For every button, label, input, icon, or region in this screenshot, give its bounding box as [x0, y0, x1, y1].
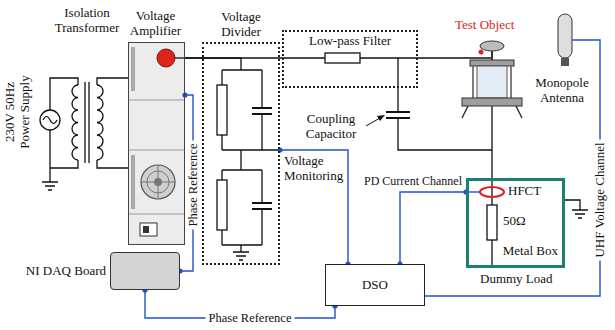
- filter-box: Low-pass Filter: [282, 30, 418, 88]
- leader-line: [366, 118, 380, 126]
- resistor-symbol: [325, 53, 360, 63]
- amplifier-label: Voltage Amplifier: [120, 9, 192, 39]
- transformer-core: [85, 82, 89, 163]
- resistor-symbol: [217, 85, 227, 135]
- amplifier-rack: Voltage Amplifier: [128, 42, 185, 245]
- dso-label: DSO: [326, 278, 424, 293]
- rack-handle: [131, 155, 135, 209]
- test-cell-plate: [462, 98, 522, 106]
- divider-box: Voltage Divider: [202, 42, 280, 265]
- amplifier-body: [128, 42, 185, 245]
- edge-label: Phase Reference: [206, 311, 295, 325]
- antenna-base: [561, 58, 569, 66]
- hfct-label: HFCT: [508, 184, 541, 199]
- signal-cable: [280, 150, 348, 264]
- leader-arrowhead: [377, 115, 385, 121]
- ground-symbol: [233, 252, 249, 260]
- fan-grille: [141, 165, 175, 199]
- supply-label: 230V 50Hz Power Supply: [3, 70, 33, 154]
- ac-source-symbol: [40, 110, 60, 130]
- electrode-symbol: [480, 41, 504, 51]
- hfct-symbol: [480, 187, 504, 197]
- rack-panel-line: [128, 100, 185, 214]
- dummy-load-label: Dummy Load: [480, 272, 553, 287]
- wire-connector: [185, 57, 282, 58]
- edge-label: Phase Reference: [186, 141, 200, 230]
- antenna-symbol: [558, 14, 572, 58]
- hv-terminal: [157, 49, 175, 67]
- test-object-label: Test Object: [455, 18, 514, 33]
- edge-label: Voltage Monitoring: [284, 154, 346, 184]
- resistor-symbol: [217, 180, 227, 230]
- marker-dot: [479, 50, 484, 55]
- metal-box-label: Metal Box: [503, 244, 558, 259]
- hv-wire: [175, 57, 185, 58]
- fan-symbol: [141, 165, 175, 199]
- secondary-coil: [97, 85, 103, 160]
- capacitor-label: Coupling Capacitor: [298, 112, 364, 142]
- edge-label: PD Current Channel: [350, 175, 462, 189]
- divider-label: Voltage Divider: [205, 10, 277, 40]
- filter-label: Low-pass Filter: [284, 34, 416, 49]
- oscilloscope-box: DSO: [325, 264, 425, 306]
- supply-wire: [50, 78, 128, 182]
- fan-hub: [154, 178, 162, 186]
- divider-wire: [202, 58, 280, 252]
- signal-cable: [400, 192, 466, 264]
- test-cell-body: [477, 66, 507, 98]
- connector-dot: [182, 92, 187, 97]
- test-cell-rod: [473, 66, 511, 98]
- capacitor-symbol: [252, 108, 272, 209]
- power-switch: [140, 223, 157, 236]
- antenna-label: Monopole Antenna: [530, 76, 594, 106]
- daq-label: NI DAQ Board: [26, 264, 106, 279]
- primary-coil: [72, 85, 78, 160]
- daq-board: NI DAQ Board: [110, 252, 180, 290]
- resistance-value: 50Ω: [503, 214, 526, 229]
- rack-handle: [131, 47, 135, 91]
- electrode-rod: [491, 51, 493, 60]
- resistor-symbol: [487, 205, 497, 240]
- sine-symbol: [43, 117, 57, 124]
- channel-label: UHF Voltage Channel: [593, 139, 608, 260]
- test-cell-leg: [462, 106, 522, 118]
- power-switch: [143, 226, 149, 233]
- ground-symbol: [42, 182, 58, 190]
- signal-cable: [415, 40, 600, 296]
- test-cell-plate: [470, 60, 514, 66]
- capacitor-symbol: [386, 112, 410, 118]
- transformer-label: Isolation Transformer: [47, 6, 127, 36]
- hv-wire: [282, 57, 492, 58]
- ground-symbol: [565, 200, 588, 218]
